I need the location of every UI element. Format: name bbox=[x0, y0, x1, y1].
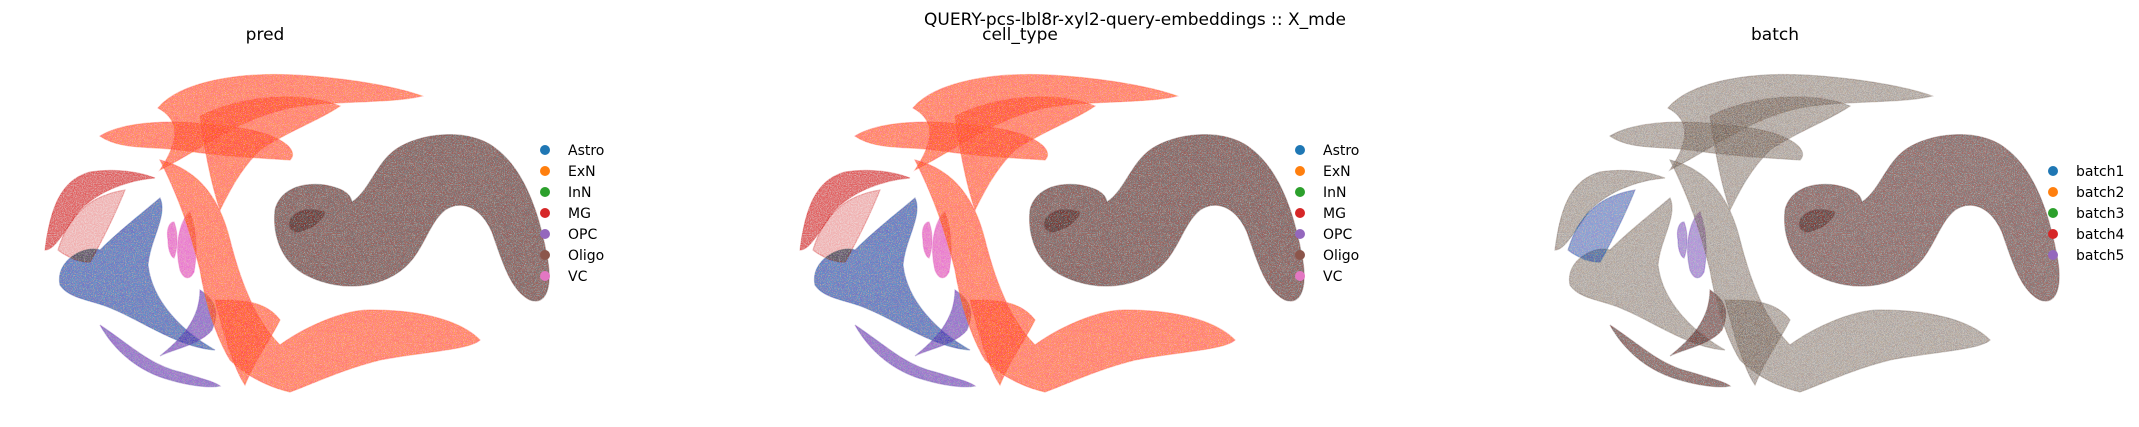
legend-marker bbox=[2048, 187, 2058, 197]
figure-suptitle: QUERY-pcs-lbl8r-xyl2-query-embeddings ::… bbox=[924, 10, 1346, 30]
cluster-top-band bbox=[199, 96, 342, 212]
cluster-oligo-ring bbox=[273, 134, 550, 302]
cluster-top-arm bbox=[157, 73, 425, 172]
legend-marker bbox=[540, 271, 550, 281]
cluster-exn-low bbox=[969, 299, 1036, 387]
legend-label: batch5 bbox=[2076, 248, 2124, 264]
legend-label: MG bbox=[1323, 206, 1346, 222]
legend-label: batch2 bbox=[2076, 185, 2124, 201]
cluster-oligo-ring bbox=[1028, 134, 1305, 302]
legend-label: batch4 bbox=[2076, 227, 2125, 243]
embedding-points bbox=[1554, 73, 2060, 393]
cluster-oligo-inner bbox=[1043, 209, 1081, 233]
legend-marker bbox=[1295, 187, 1305, 197]
legend-label: VC bbox=[568, 269, 588, 285]
cluster-vc-2 bbox=[1676, 221, 1688, 259]
cluster-top-arm bbox=[912, 73, 1180, 172]
cluster-top-band bbox=[954, 96, 1097, 212]
legend-marker bbox=[540, 250, 550, 260]
legend-marker bbox=[1295, 250, 1305, 260]
panel-title: batch bbox=[1751, 25, 1799, 45]
legend-label: InN bbox=[1323, 185, 1346, 201]
panel-title: pred bbox=[246, 25, 285, 45]
legend-label: batch3 bbox=[2076, 206, 2124, 222]
cluster-vc-2 bbox=[166, 221, 178, 259]
legend-label: MG bbox=[568, 206, 591, 222]
legend-marker bbox=[2048, 208, 2058, 218]
legend-label: InN bbox=[568, 185, 591, 201]
cluster-astro bbox=[1568, 197, 1726, 351]
legend-marker bbox=[540, 229, 550, 239]
legend-marker bbox=[1295, 145, 1305, 155]
legend-label: ExN bbox=[568, 164, 596, 180]
legend-marker bbox=[1295, 166, 1305, 176]
legend-label: OPC bbox=[568, 227, 597, 243]
legend-label: ExN bbox=[1323, 164, 1351, 180]
legend-marker bbox=[540, 145, 550, 155]
legend-marker bbox=[2048, 229, 2058, 239]
legend-label: VC bbox=[1323, 269, 1343, 285]
legend-marker bbox=[1295, 271, 1305, 281]
legend-label: Oligo bbox=[568, 248, 604, 264]
cluster-mg-fan bbox=[1567, 189, 1636, 263]
cluster-mg-fan bbox=[812, 189, 881, 263]
legend: batch1 batch2 batch3 batch4 batch5 bbox=[2048, 164, 2125, 264]
embedding-points bbox=[799, 73, 1305, 393]
legend-marker bbox=[1295, 208, 1305, 218]
legend-label: OPC bbox=[1323, 227, 1352, 243]
cluster-vc-2 bbox=[921, 221, 933, 259]
legend-marker bbox=[2048, 250, 2058, 260]
cluster-astro bbox=[813, 197, 971, 351]
scatter-panel-batch: batch batch1 batch2 batch3 batch4 batch5 bbox=[1554, 25, 2125, 393]
legend-marker bbox=[540, 166, 550, 176]
panels: predAstroExNInNMGOPCOligoVCcell_typeAstr… bbox=[44, 25, 2125, 393]
legend-label: batch1 bbox=[2076, 164, 2124, 180]
legend-marker bbox=[1295, 229, 1305, 239]
legend-label: Astro bbox=[1323, 143, 1359, 159]
legend-marker bbox=[2048, 166, 2058, 176]
cluster-mg-fan bbox=[57, 189, 126, 263]
embedding-points bbox=[44, 73, 550, 393]
cluster-oligo-ring bbox=[1783, 134, 2060, 302]
legend-label: Oligo bbox=[1323, 248, 1359, 264]
legend-marker bbox=[540, 187, 550, 197]
cluster-exn-low bbox=[214, 299, 281, 387]
cluster-oligo-inner bbox=[288, 209, 326, 233]
cluster-exn-low bbox=[1724, 299, 1791, 387]
legend-marker bbox=[540, 208, 550, 218]
panel-title: cell_type bbox=[982, 25, 1058, 45]
cluster-astro bbox=[58, 197, 216, 351]
cluster-top-band bbox=[1709, 96, 1852, 212]
cluster-oligo-inner bbox=[1798, 209, 1836, 233]
legend-label: Astro bbox=[568, 143, 604, 159]
cluster-top-arm bbox=[1667, 73, 1935, 172]
